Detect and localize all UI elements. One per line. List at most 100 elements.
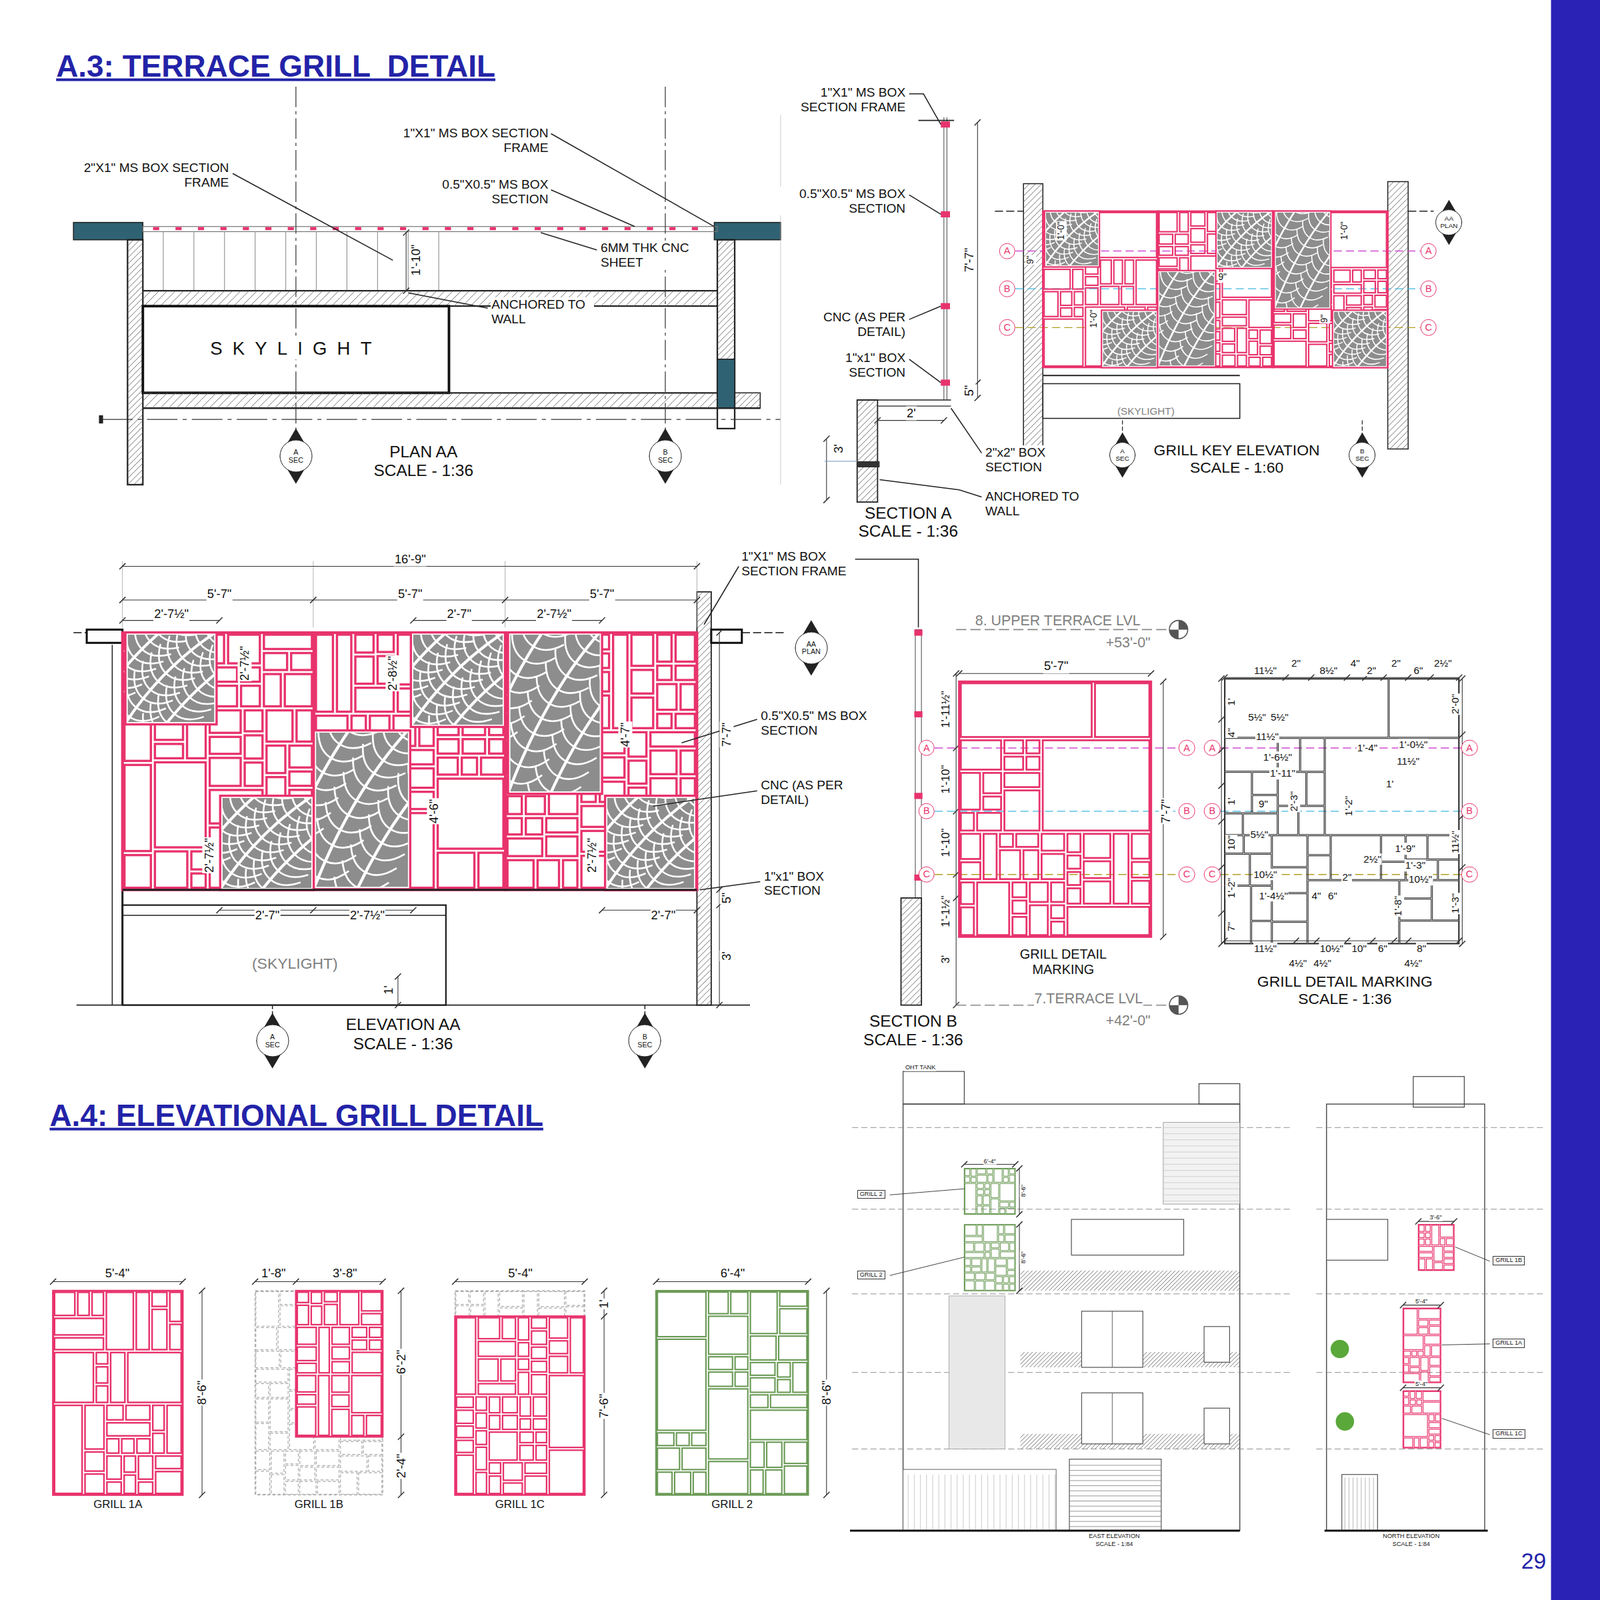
rect (940, 303, 950, 310)
leaf-vein (147, 654, 215, 723)
grill-bar (708, 1316, 748, 1354)
clip-group (901, 898, 922, 1006)
hatch (184, 392, 200, 408)
rect (512, 227, 518, 231)
hatch (696, 592, 711, 1006)
grill-bar (377, 634, 394, 652)
leaf-vein (584, 650, 600, 656)
hatch (1023, 184, 1043, 450)
leaf-vein (1246, 238, 1251, 257)
line (406, 232, 407, 291)
hatch (696, 592, 711, 1006)
line (1218, 675, 1225, 682)
hatch (315, 392, 331, 408)
leaf-vein (1136, 356, 1154, 360)
grill-bar (96, 1366, 108, 1383)
grill-bar (531, 1361, 547, 1372)
rect (153, 227, 160, 231)
leaf-vein (1314, 212, 1321, 222)
leaf-vein (1147, 322, 1151, 341)
leaf-vein (1352, 311, 1370, 316)
leaf-vein (1288, 234, 1330, 308)
leaf-vein (661, 870, 691, 877)
hatch (717, 240, 724, 360)
leaf-vein (1309, 287, 1328, 292)
grill-frame (53, 1290, 183, 1495)
leaf-vein (600, 664, 601, 694)
hatch (696, 592, 711, 1006)
leaf-vein (1229, 224, 1272, 268)
grill-bar (1222, 265, 1272, 298)
grill-bar (682, 1448, 706, 1470)
rect (508, 632, 602, 794)
grill-bar (318, 1327, 329, 1373)
hatch (682, 290, 698, 306)
leaf-vein (1150, 311, 1154, 313)
leaf-vein (469, 707, 500, 714)
hatch (446, 392, 462, 408)
grill-bar (484, 1291, 498, 1318)
line (142, 290, 718, 292)
grill-bar (520, 1418, 531, 1430)
line (452, 1278, 458, 1285)
grill-bar (285, 1451, 298, 1464)
leaf-vein (1173, 328, 1192, 333)
leaf-vein (1126, 343, 1132, 361)
leaf-vein (1338, 311, 1343, 321)
leaf-vein (566, 675, 598, 680)
leaf-vein (382, 840, 408, 847)
grill-bar (536, 1445, 547, 1460)
grill-bar (1346, 296, 1362, 306)
leaf-vein (609, 882, 639, 887)
leaf-vein (1209, 322, 1215, 325)
leaf-vein (297, 816, 304, 846)
level-mark (1178, 996, 1188, 1006)
hatch (696, 592, 711, 1006)
grill-bar (503, 1483, 522, 1494)
leader-line (551, 134, 715, 227)
grill-bar (1225, 679, 1388, 738)
hatch (696, 592, 698, 1006)
leaf-vein (428, 662, 437, 692)
grill-bar (297, 1394, 316, 1404)
leaf-vein (646, 798, 676, 799)
hatch (1023, 184, 1043, 450)
grill-bar (1095, 683, 1150, 738)
hatch (642, 392, 658, 408)
leaf-vein (1046, 212, 1087, 254)
hatch (160, 290, 176, 306)
leaf-vein (1226, 229, 1232, 248)
leaf-vein (549, 700, 580, 707)
hatch (666, 392, 682, 408)
hatch (331, 392, 347, 408)
grill-bar (1084, 861, 1111, 878)
grill-bar (244, 762, 263, 786)
line (1218, 818, 1225, 825)
hatch (331, 290, 347, 306)
leaf-vein (1208, 296, 1214, 315)
leaf-vein (1160, 272, 1169, 288)
grill-bar (613, 634, 628, 728)
grill-bar (502, 1415, 518, 1430)
leaf-vein (1064, 212, 1082, 217)
clip-group (413, 634, 503, 725)
grill-bar (128, 1352, 182, 1403)
leaf-vein (647, 800, 654, 830)
rect (1551, 0, 1600, 1600)
leaf-vein (1329, 230, 1330, 248)
leaf-vein (580, 690, 592, 720)
leaf-vein (638, 798, 667, 805)
grill-bar (256, 1383, 269, 1398)
leaf-vein (1256, 228, 1261, 247)
grill-bar (546, 818, 578, 832)
hatch (560, 392, 576, 408)
grill-bar (500, 1359, 516, 1382)
leaf-vein (166, 685, 174, 714)
grill-bar (85, 1474, 104, 1494)
line (1148, 670, 1154, 677)
grill-bar (1084, 834, 1111, 858)
grill-bar (456, 1455, 474, 1494)
rect (602, 227, 608, 231)
hatch (405, 392, 421, 408)
line (292, 1278, 299, 1285)
